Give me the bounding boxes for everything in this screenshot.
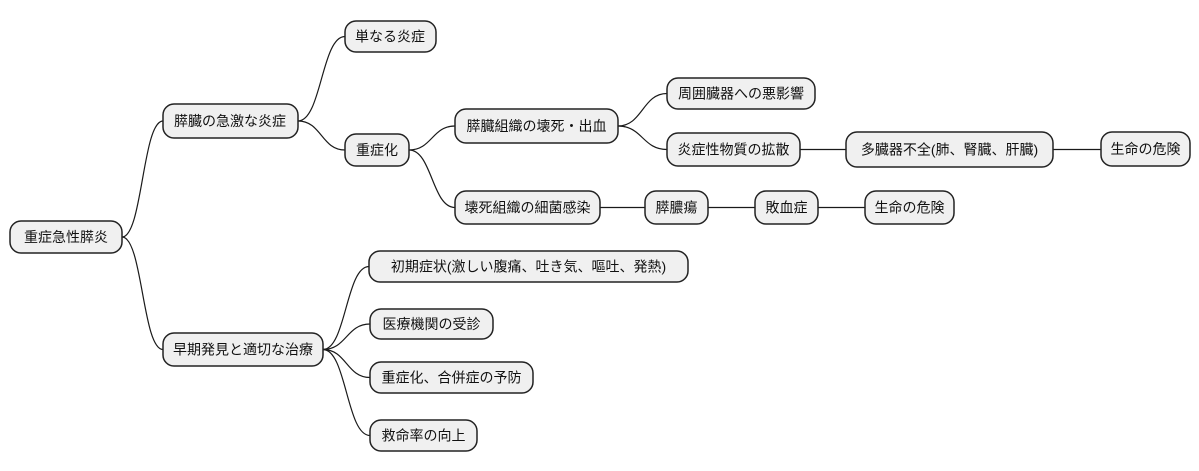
edge-acute-inflammation-to-aggravation [297,120,346,151]
node-complication-prevention: 重症化、合併症の予防 [369,361,534,394]
node-necrotic-tissue-infection: 壊死組織の細菌感染 [454,190,601,225]
node-complication-prevention-label: 重症化、合併症の予防 [382,369,522,385]
node-severe-acute-pancreatitis: 重症急性膵炎 [9,220,123,254]
node-initial-symptoms-label: 初期症状(激しい腹痛、吐き気、嘔吐、発熱) [391,258,666,274]
node-initial-symptoms: 初期症状(激しい腹痛、吐き気、嘔吐、発熱) [368,250,689,283]
node-medical-consultation: 医療機関の受診 [369,308,494,340]
node-surrounding-organ-damage-label: 周囲臓器への悪影響 [678,85,804,101]
node-acute-inflammation-label: 膵臓の急激な炎症 [174,113,286,129]
edge-acute-inflammation-to-simple-inflammation [297,35,346,122]
node-surrounding-organ-damage: 周囲臓器への悪影響 [666,77,816,110]
node-acute-inflammation: 膵臓の急激な炎症 [162,103,299,139]
edge-aggravation-to-necrosis-bleeding [408,125,456,151]
node-multiple-organ-failure: 多臓器不全(肺、腎臓、肝臓) [845,131,1054,168]
edge-aggravation-to-bacterial-infection [408,149,456,209]
node-life-threat-1: 生命の危険 [1100,131,1191,167]
node-aggravation-label: 重症化 [356,142,398,158]
edge-early-detection-to-survival [322,348,371,437]
edge-early-detection-to-prevention [322,348,371,379]
node-early-detection-treatment-label: 早期発見と適切な治療 [173,341,313,357]
node-pancreatic-abscess: 膵膿瘍 [644,190,709,225]
edge-necrosis-to-inflammatory-spread [617,125,668,151]
node-inflammatory-substance-spread: 炎症性物質の拡散 [666,132,801,167]
node-tissue-necrosis-bleeding: 膵臓組織の壊死・出血 [454,108,619,144]
edges [121,35,1101,437]
edge-necrosis-to-organ-damage [617,92,668,127]
node-aggravation: 重症化 [344,133,410,167]
node-medical-consultation-label: 医療機関の受診 [383,316,481,332]
nodes: 重症急性膵炎 膵臓の急激な炎症 単なる炎症 重症化 膵臓組織の壊死・出血 周囲臓 [9,20,1191,452]
node-simple-inflammation: 単なる炎症 [344,20,437,53]
node-simple-inflammation-label: 単なる炎症 [355,28,425,44]
edge-early-detection-to-initial-symptoms [322,265,370,351]
node-survival-improvement-label: 救命率の向上 [382,427,466,443]
node-necrotic-tissue-infection-label: 壊死組織の細菌感染 [465,199,591,215]
node-tissue-necrosis-bleeding-label: 膵臓組織の壊死・出血 [467,118,607,134]
node-life-threat-2: 生命の危険 [864,190,955,225]
node-life-threat-2-label: 生命の危険 [875,199,945,215]
node-life-threat-1-label: 生命の危険 [1111,141,1181,157]
node-inflammatory-substance-spread-label: 炎症性物質の拡散 [678,141,790,157]
node-sepsis-label: 敗血症 [766,199,808,215]
edge-early-detection-to-medical-consultation [322,323,371,351]
edge-root-to-early-detection [121,236,164,351]
node-sepsis: 敗血症 [754,190,819,225]
edge-root-to-acute-inflammation [121,120,164,238]
node-pancreatic-abscess-label: 膵膿瘍 [656,199,698,215]
node-severe-acute-pancreatitis-label: 重症急性膵炎 [24,229,108,245]
node-multiple-organ-failure-label: 多臓器不全(肺、腎臓、肝臓) [861,141,1038,157]
node-early-detection-treatment: 早期発見と適切な治療 [162,332,324,367]
node-survival-improvement: 救命率の向上 [369,419,478,452]
